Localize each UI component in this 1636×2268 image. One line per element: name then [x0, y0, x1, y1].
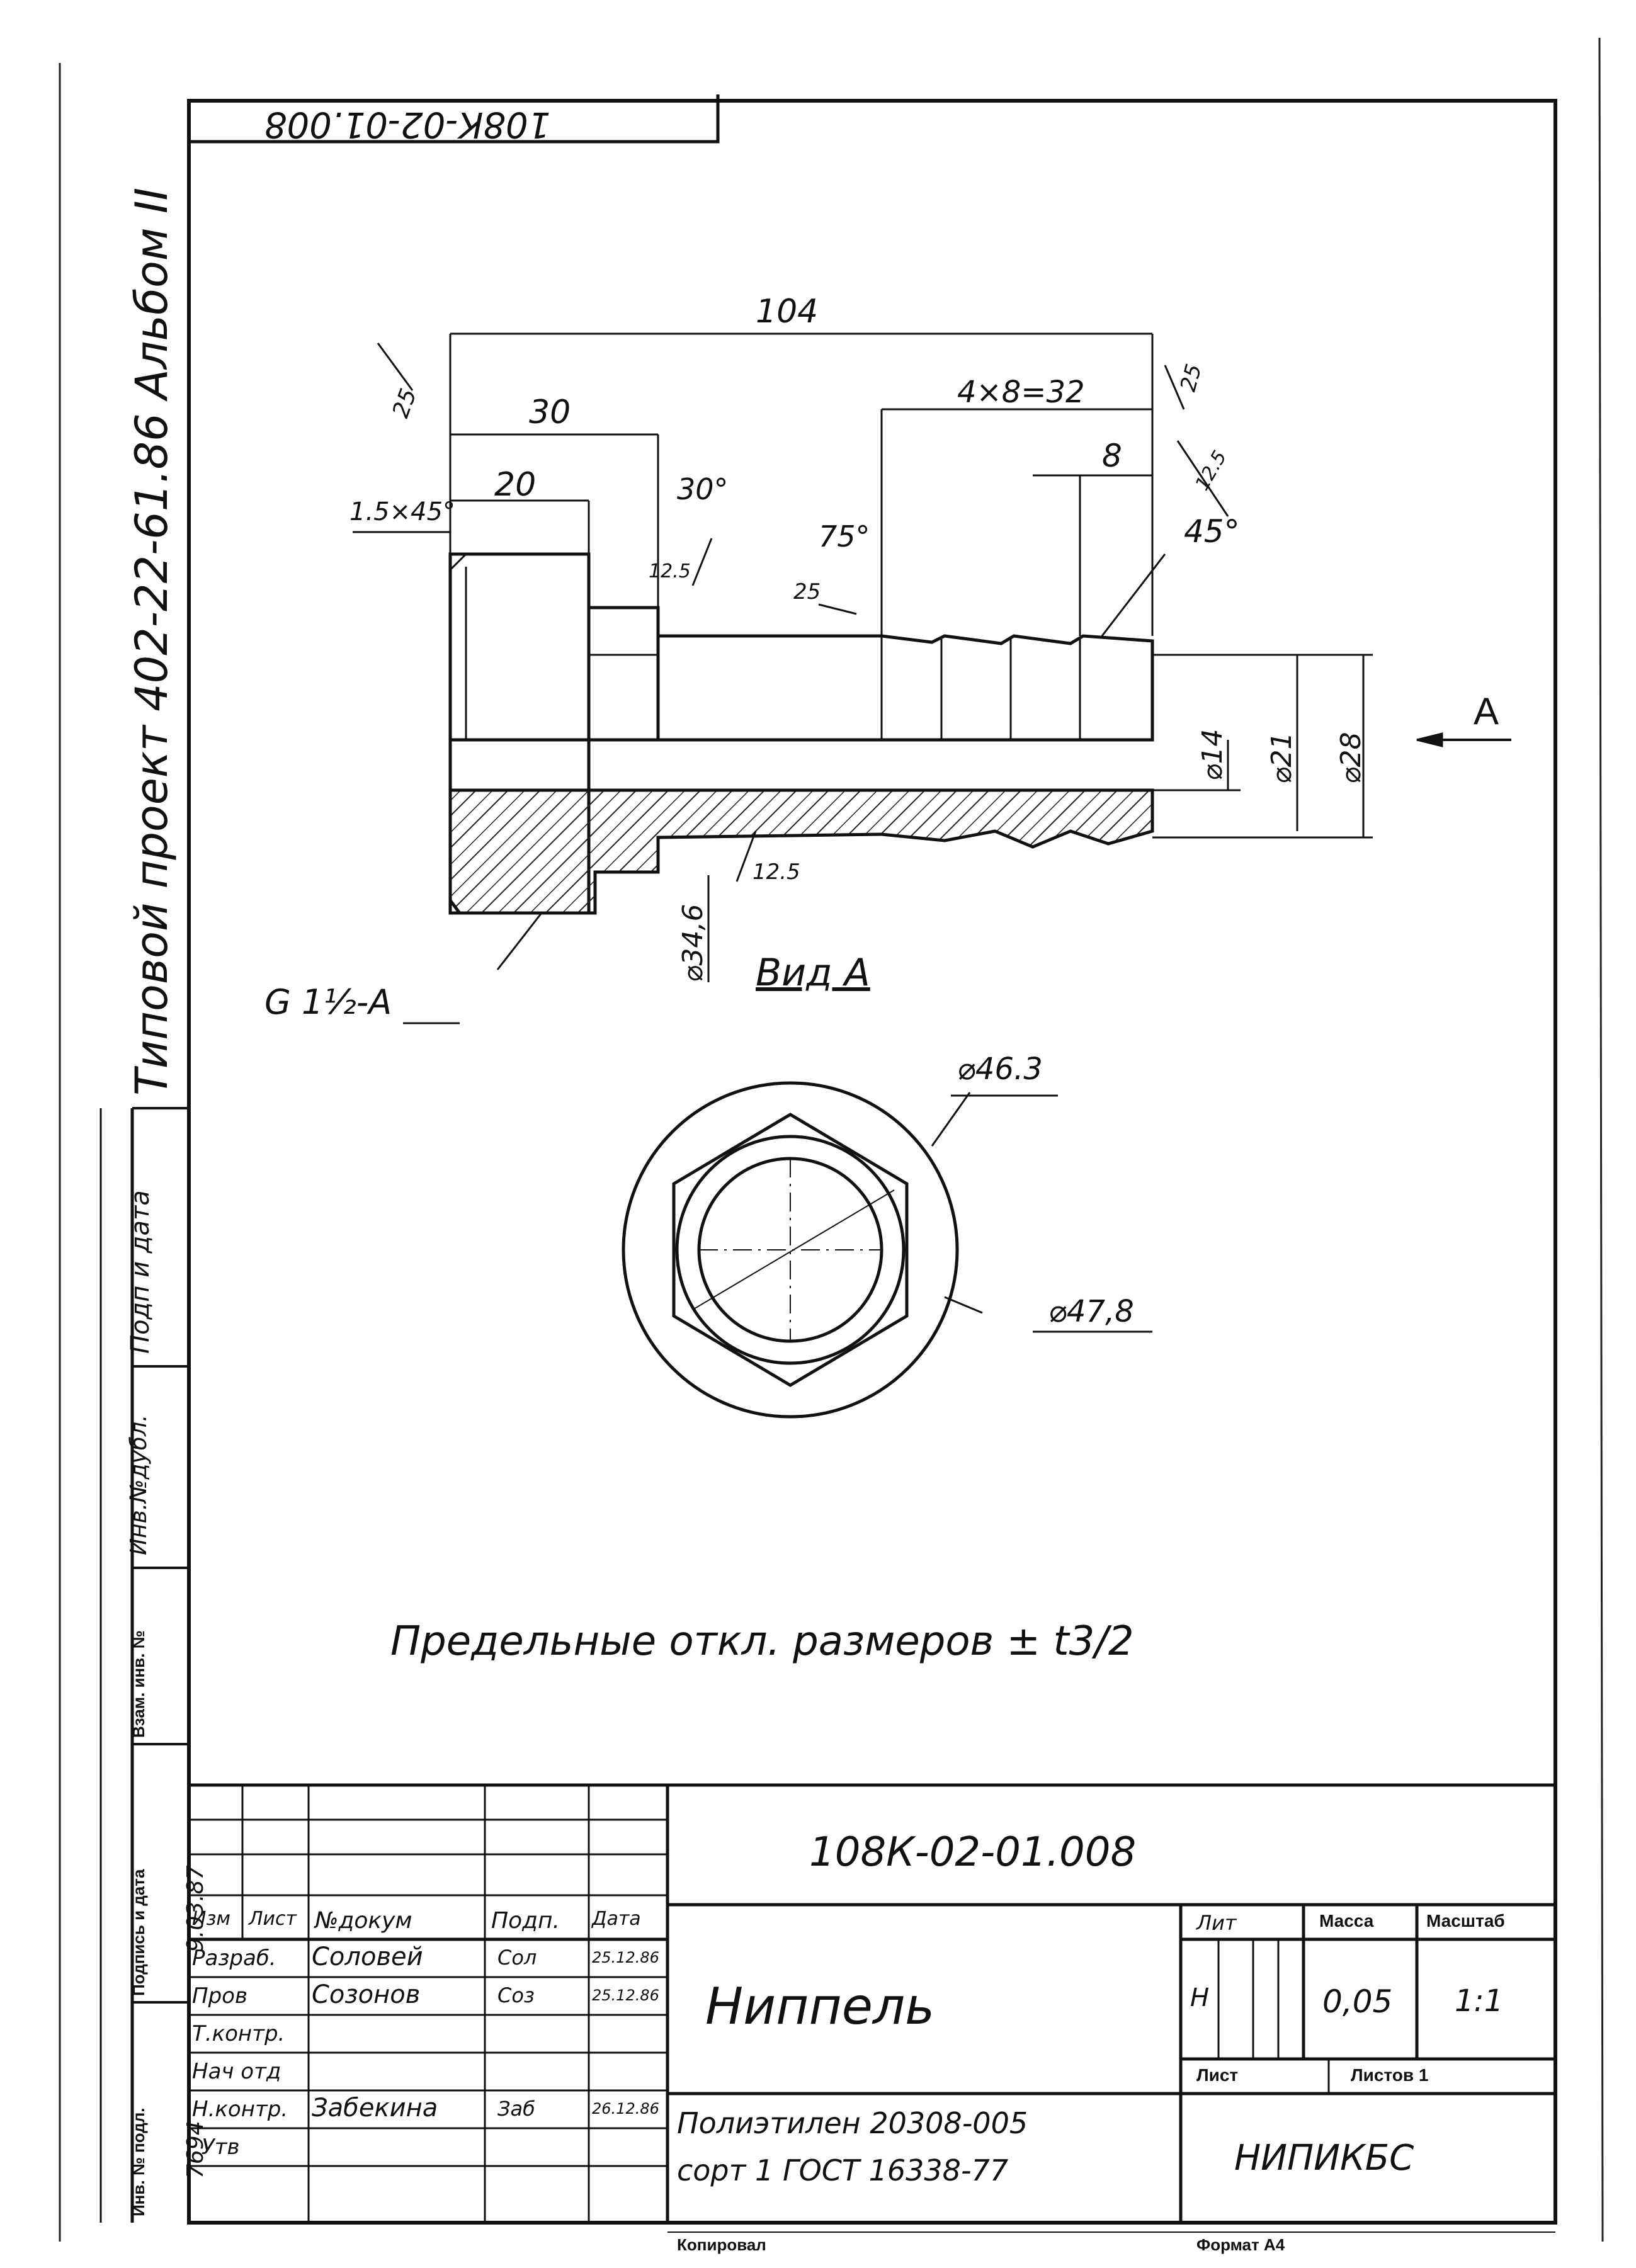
dim-8: 8	[1102, 438, 1122, 474]
tb-name: Ниппель	[705, 1977, 935, 2036]
tb-row-sign: Соз	[497, 1983, 535, 2007]
tb-h-scale: Масштаб	[1426, 1911, 1505, 1931]
tb-h-izm: Изм	[192, 1908, 231, 1930]
dim-20: 20	[494, 466, 537, 504]
view-a	[622, 1081, 959, 1419]
tb-h-date: Дата	[592, 1908, 641, 1930]
copied-label: Копировал	[677, 2235, 766, 2254]
part-side-view	[448, 552, 1154, 915]
tb-mass-value: 0,05	[1322, 1983, 1393, 2020]
tb-h-sheet: Лист	[1196, 2065, 1239, 2085]
tb-h-doc: №докум	[315, 1908, 412, 1934]
tb-h-sign: Подп.	[491, 1908, 560, 1934]
tb-row-name: Соловей	[312, 1942, 423, 1971]
tb-row-sign: Заб	[497, 2097, 535, 2121]
vzam-inv-label: Взам. инв. №	[129, 1630, 148, 1738]
rough-25-mid: 25	[793, 579, 821, 604]
tb-organization: НИПИКБС	[1234, 2138, 1414, 2179]
dimension-lines	[353, 332, 1511, 1333]
tb-h-list: Лист	[249, 1908, 297, 1930]
tb-row-date: 25.12.86	[592, 1949, 659, 1966]
inv-sign-label: Подп и дата	[126, 1190, 155, 1354]
tb-row-date: 26.12.86	[592, 2100, 659, 2118]
dim-pitch: 4×8=32	[957, 375, 1085, 410]
tb-row-role: Н.контр.	[192, 2097, 288, 2122]
dim-total-length: 104	[756, 293, 819, 331]
format-label: Формат А4	[1196, 2235, 1285, 2254]
tb-designation: 108К-02-01.008	[809, 1829, 1137, 1876]
dim-dia-34-6: ⌀34,6	[677, 904, 709, 982]
inv-dup-label: Инв.№дубл.	[126, 1414, 152, 1555]
tolerance-note: Предельные откл. размеров ± t3/2	[390, 1618, 1134, 1665]
tb-row-sign: Сол	[497, 1946, 537, 1970]
dim-dia-28: ⌀28	[1335, 732, 1367, 784]
inv-orig-label: Инв. № подл.	[129, 2107, 148, 2216]
tb-row-date: 25.12.86	[592, 1987, 659, 2004]
dim-30: 30	[529, 394, 571, 431]
tb-row-role: Пров	[192, 1983, 247, 2009]
tb-row-role: Нач отд	[192, 2059, 281, 2084]
tb-row-role: Утв	[202, 2135, 240, 2160]
tb-lit-value: Н	[1190, 1983, 1210, 2012]
tb-row-name: Забекина	[312, 2094, 438, 2123]
tb-h-sheets: Листов 1	[1351, 2065, 1429, 2085]
project-title: Типовой проект 402-22-61.86 Альбом II	[126, 187, 178, 1096]
dim-angle-30: 30°	[677, 472, 729, 506]
right-edge-line	[1598, 37, 1604, 2242]
tb-h-lit: Лит	[1196, 1911, 1237, 1935]
dim-dia-46-3: ⌀46.3	[957, 1052, 1043, 1087]
view-a-title: Вид А	[756, 951, 870, 995]
title-block-grid	[187, 1783, 1557, 2233]
dim-angle-45: 45°	[1184, 513, 1240, 550]
dim-dia-14: ⌀14	[1196, 729, 1229, 781]
tb-material-2: сорт 1 ГОСТ 16338-77	[677, 2153, 1009, 2187]
rough-12-5-c: 12.5	[753, 859, 800, 885]
dim-angle-75: 75°	[819, 519, 870, 553]
tb-row-name: Созонов	[312, 1980, 421, 2009]
tb-row-role: Т.контр.	[192, 2021, 285, 2046]
dim-chamfer: 1.5×45°	[349, 497, 456, 526]
sign-date-label: Подпись и дата	[129, 1869, 148, 1996]
tb-h-mass: Масса	[1319, 1911, 1374, 1931]
view-arrow-label: A	[1474, 690, 1499, 732]
tb-row-role: Разраб.	[192, 1946, 276, 1971]
stamp-code: 108К-02-01.008	[264, 104, 551, 145]
dim-dia-21: ⌀21	[1266, 732, 1298, 784]
tb-scale-value: 1:1	[1455, 1983, 1504, 2019]
dim-dia-47-8: ⌀47,8	[1048, 1294, 1134, 1329]
thread-spec: G 1½-A	[264, 982, 392, 1022]
stamp-box	[187, 94, 720, 144]
rough-12-5-a: 12.5	[649, 560, 691, 582]
tb-material-1: Полиэтилен 20308-005	[677, 2106, 1028, 2140]
